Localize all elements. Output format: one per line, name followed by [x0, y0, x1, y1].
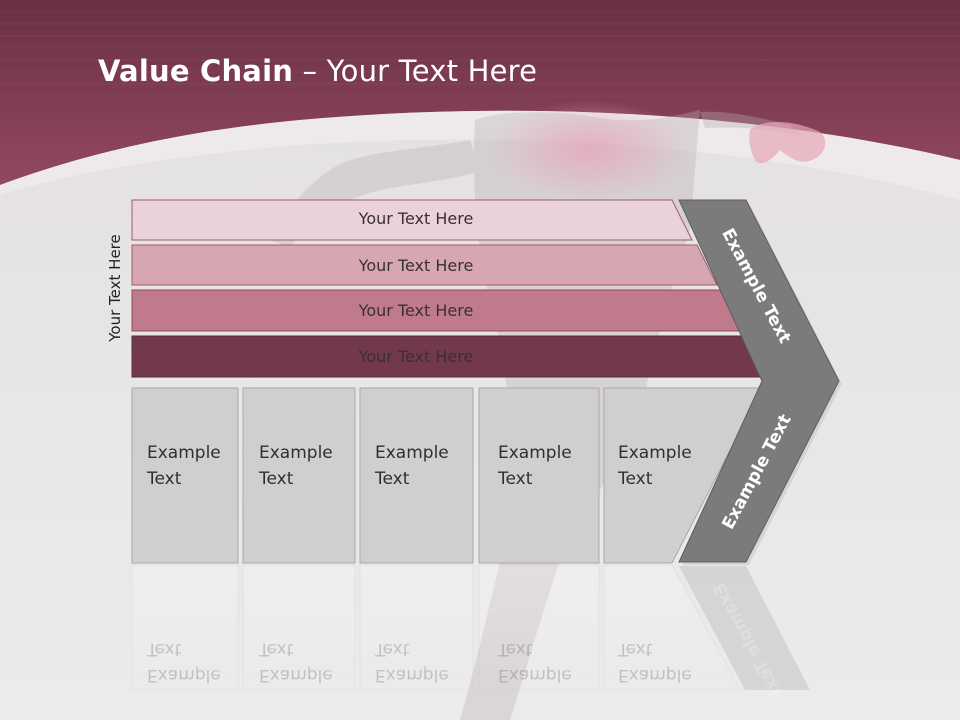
arm-shape — [749, 122, 826, 164]
row-bar-2 — [131, 244, 718, 286]
row-label-1: Your Text Here — [358, 209, 474, 228]
header-band — [0, 0, 960, 185]
row-label-2: Your Text Here — [358, 256, 474, 275]
activity-box-5 — [603, 387, 763, 564]
page-title: Value Chain – Your Text Here — [98, 54, 538, 88]
activity-box-4 — [478, 387, 600, 564]
row-label-4: Your Text Here — [358, 347, 474, 366]
row-label-3: Your Text Here — [358, 301, 474, 320]
side-label: Your Text Here — [106, 234, 124, 342]
activity-box-1 — [131, 387, 239, 564]
activity-box-3 — [359, 387, 474, 564]
row-bar-1 — [131, 199, 693, 241]
chevron-shape — [678, 199, 840, 563]
activity-box-2 — [242, 387, 356, 564]
